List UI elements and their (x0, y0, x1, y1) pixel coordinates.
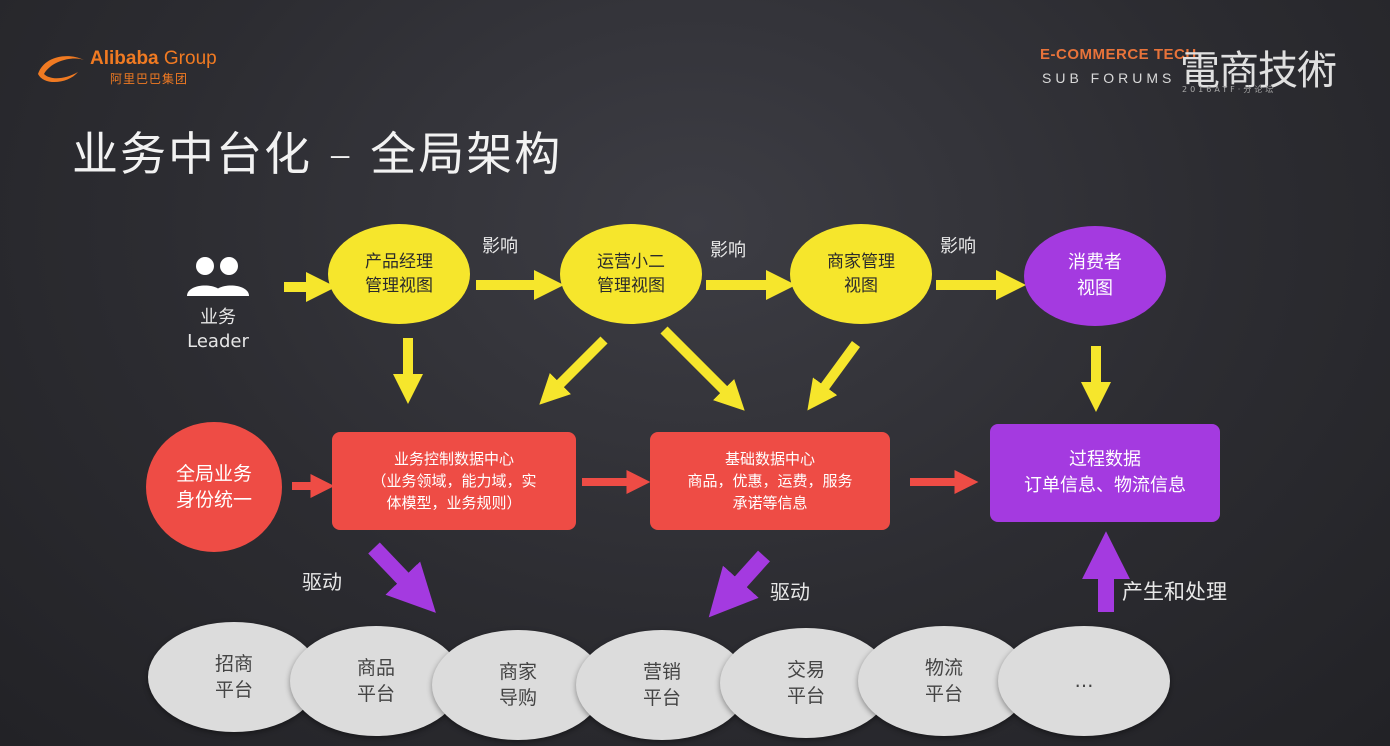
consumer-view: 消费者视图 (1024, 226, 1166, 326)
business-control-data-center: 业务控制数据中心 （业务领域，能力域，实 体模型，业务规则） (332, 432, 576, 530)
forum-title: E-COMMERCE TECH (1040, 46, 1197, 63)
global-identity: 全局业务身份统一 (146, 422, 282, 552)
forum-subtitle: SUB FORUMS (1042, 70, 1176, 86)
forum-year: 2016ATF·分论坛 (1182, 85, 1277, 94)
platform-more: … (998, 626, 1170, 736)
platform-merchant-guide: 商家导购 (432, 630, 604, 740)
page-title: 业务中台化 – 全局架构 (72, 127, 563, 181)
drive-label-1: 驱动 (302, 570, 342, 594)
influence-label-1: 影响 (482, 236, 518, 257)
alibaba-wordmark: Alibaba Group (90, 48, 217, 69)
forum-cn-title: 電商技術 (1180, 48, 1337, 94)
alibaba-smile-icon (38, 56, 84, 83)
merchant-management-view: 商家管理视图 (790, 224, 932, 324)
drive-label-2: 驱动 (770, 580, 810, 604)
produce-label: 产生和处理 (1122, 580, 1227, 604)
alibaba-cn-wordmark: 阿里巴巴集团 (110, 72, 189, 86)
arrow-ops-down-left (539, 336, 608, 405)
process-data: 过程数据订单信息、物流信息 (990, 424, 1220, 522)
arrow-merchant-down (807, 341, 861, 411)
business-leader: 业务 Leader (176, 250, 260, 360)
arrow-ops-down-right (660, 326, 745, 411)
influence-label-2: 影响 (710, 240, 746, 261)
arrow-drive-left (368, 542, 436, 613)
alibaba-logo: Alibaba Group 阿里巴巴集团 (34, 46, 274, 90)
base-data-center: 基础数据中心 商品，优惠，运费，服务 承诺等信息 (650, 432, 890, 530)
leader-label: 业务 Leader (187, 307, 249, 352)
pm-management-view: 产品经理管理视图 (328, 224, 470, 324)
users-icon (187, 257, 249, 296)
influence-label-3: 影响 (940, 236, 976, 257)
platform-marketing: 营销平台 (576, 630, 748, 740)
ops-management-view: 运营小二管理视图 (560, 224, 702, 324)
ecommerce-tech-logo: E-COMMERCE TECH SUB FORUMS 電商技術 2016ATF·… (1040, 40, 1360, 100)
arrow-drive-right (708, 550, 770, 618)
